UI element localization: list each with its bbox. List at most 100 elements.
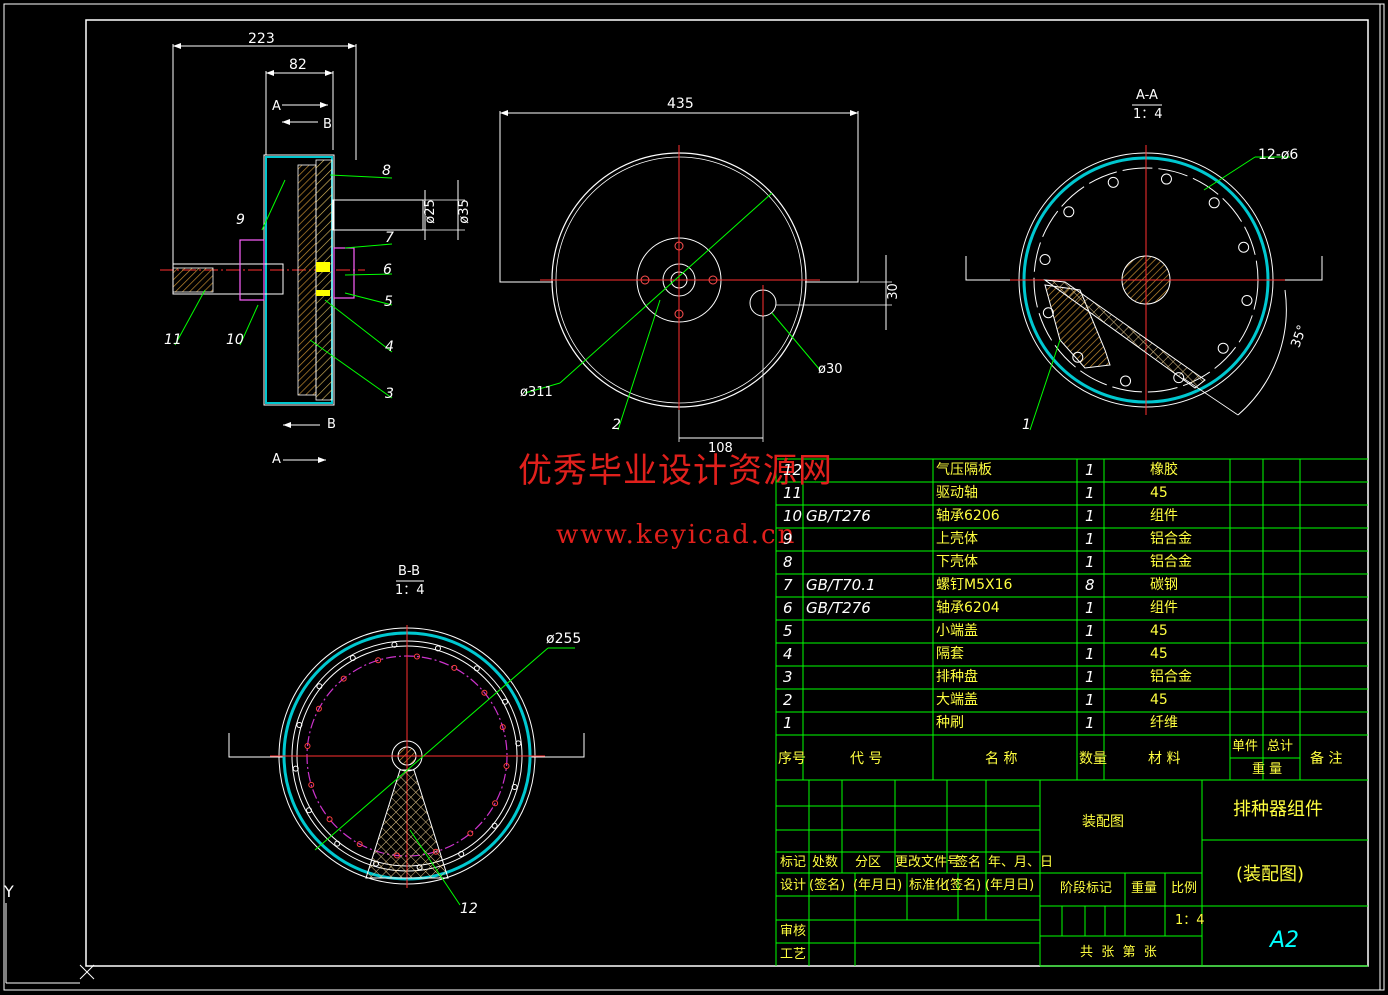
bom-cell-qty: 1 — [1085, 530, 1095, 548]
balloon-3: 3 — [385, 386, 394, 402]
bb-hole — [432, 848, 439, 855]
aa-scale: 1：4 — [1133, 107, 1163, 122]
aa-hole — [1107, 176, 1119, 188]
bb-hole — [413, 653, 420, 660]
bom-cell-no: 11 — [783, 484, 803, 502]
drawing-frame — [85, 19, 1369, 967]
aa-hole — [1238, 241, 1250, 253]
bom-cell-name: 气压隔板 — [936, 462, 992, 478]
balloon-7: 7 — [385, 230, 394, 246]
bb-hole-outer — [292, 765, 299, 772]
bom-cell-no: 3 — [783, 668, 793, 686]
bb-hole-outer — [334, 840, 341, 847]
balloon-2: 2 — [612, 417, 621, 433]
bom-cell-material: 45 — [1150, 692, 1168, 708]
balloon-11: 11 — [164, 332, 182, 348]
bb-hole — [451, 664, 458, 671]
bom-cell-material: 组件 — [1150, 600, 1178, 616]
bom-cell-qty: 1 — [1085, 691, 1095, 709]
tb-zone: 分区 — [855, 855, 882, 870]
tb-stage: 阶段标记 — [1060, 881, 1113, 896]
bom-cell-code: GB/T276 — [806, 507, 871, 525]
section-a-top: A — [272, 99, 281, 114]
bom-cell-qty: 1 — [1085, 507, 1095, 525]
tb-sign: 签名 — [955, 855, 982, 870]
bom-cell-material: 45 — [1150, 646, 1168, 662]
bb-hole-outer — [306, 807, 313, 814]
tb-sign2: (签名) — [809, 878, 846, 893]
dim-holes: 12-ø6 — [1258, 147, 1299, 163]
bom-cell-material: 组件 — [1150, 508, 1178, 524]
dim-phi35: ø35 — [456, 199, 472, 224]
bom-cell-no: 4 — [783, 645, 793, 663]
tb-sheets: 共 张 第 张 — [1080, 945, 1157, 960]
watermark-url: www.keyicad.cn — [556, 520, 797, 550]
balloon-6: 6 — [383, 262, 392, 278]
bom-cell-no: 8 — [783, 553, 793, 571]
dim-223: 223 — [248, 31, 275, 47]
bom-cell-qty: 1 — [1085, 645, 1095, 663]
bom-cell-material: 45 — [1150, 623, 1168, 639]
tb-date2: (年月日) — [853, 878, 903, 893]
bb-hole-outer — [416, 864, 423, 871]
bom-cell-qty: 1 — [1085, 622, 1095, 640]
bb-hole-outer — [501, 698, 508, 705]
bom-cell-material: 铝合金 — [1150, 554, 1192, 570]
bb-hole-outer — [434, 645, 441, 652]
dim-phi25: ø25 — [422, 199, 438, 224]
bom-cell-name: 螺钉M5X16 — [936, 577, 1013, 593]
bom-header-material: 材 料 — [1148, 751, 1181, 767]
dim-phi255: ø255 — [546, 631, 582, 647]
bb-hole — [308, 781, 315, 788]
aa-hole — [1160, 173, 1172, 185]
tb-date3: (年月日) — [985, 878, 1035, 893]
bom-cell-no: 12 — [783, 461, 803, 479]
outer-border — [3, 3, 1385, 991]
watermark-title: 优秀毕业设计资源网 — [518, 451, 833, 491]
bb-hole — [503, 762, 510, 769]
bb-hole — [340, 675, 347, 682]
aa-hole — [1241, 294, 1253, 306]
tb-weight: 重量 — [1131, 881, 1158, 896]
bom-header-code: 代 号 — [850, 751, 883, 767]
bom-cell-no: 2 — [783, 691, 793, 709]
aa-hole — [1039, 254, 1051, 266]
bb-hole — [356, 841, 363, 848]
bom-cell-no: 1 — [783, 714, 793, 732]
bom-cell-no: 9 — [783, 530, 793, 548]
tb-design: 设计 — [780, 878, 807, 893]
bom-cell-name: 上壳体 — [936, 531, 978, 547]
aa-hole — [1208, 197, 1220, 209]
bb-hole — [326, 816, 333, 823]
ucs-icon — [5, 903, 95, 984]
bom-cell-no: 5 — [783, 622, 793, 640]
tb-subtitle: (装配图) — [1236, 864, 1305, 885]
bom-cell-name: 轴承6204 — [936, 600, 1000, 616]
aa-hole — [1120, 375, 1132, 387]
balloon-1: 1 — [1022, 417, 1031, 433]
ucs-y-label: Y — [4, 882, 14, 901]
aa-hole — [1042, 307, 1054, 319]
bom-cell-code: GB/T276 — [806, 599, 871, 617]
section-b-top: B — [323, 117, 332, 132]
section-a-bottom: A — [272, 452, 281, 467]
tb-std: 标准化 — [909, 878, 949, 893]
aa-hole — [1217, 342, 1229, 354]
balloon-8: 8 — [382, 163, 391, 179]
bb-hole-outer — [515, 740, 522, 747]
bom-row-lines — [776, 481, 1368, 736]
bom-cell-name: 小端盖 — [936, 623, 978, 639]
bom-cell-material: 45 — [1150, 485, 1168, 501]
bb-hole-outer — [316, 683, 323, 690]
bom-cell-no: 6 — [783, 599, 793, 617]
balloon-9: 9 — [236, 212, 245, 228]
tb-count: 处数 — [812, 855, 839, 870]
bb-hole — [375, 657, 382, 664]
balloon-12: 12 — [460, 901, 478, 917]
bom-cell-material: 橡胶 — [1150, 462, 1178, 478]
bom-header-remark: 备 注 — [1310, 751, 1343, 767]
bom-cell-no: 7 — [783, 576, 793, 594]
bom-cell-code: GB/T70.1 — [806, 576, 876, 594]
bom-cell-name: 种刷 — [936, 715, 964, 731]
bb-hole-outer — [391, 641, 398, 648]
